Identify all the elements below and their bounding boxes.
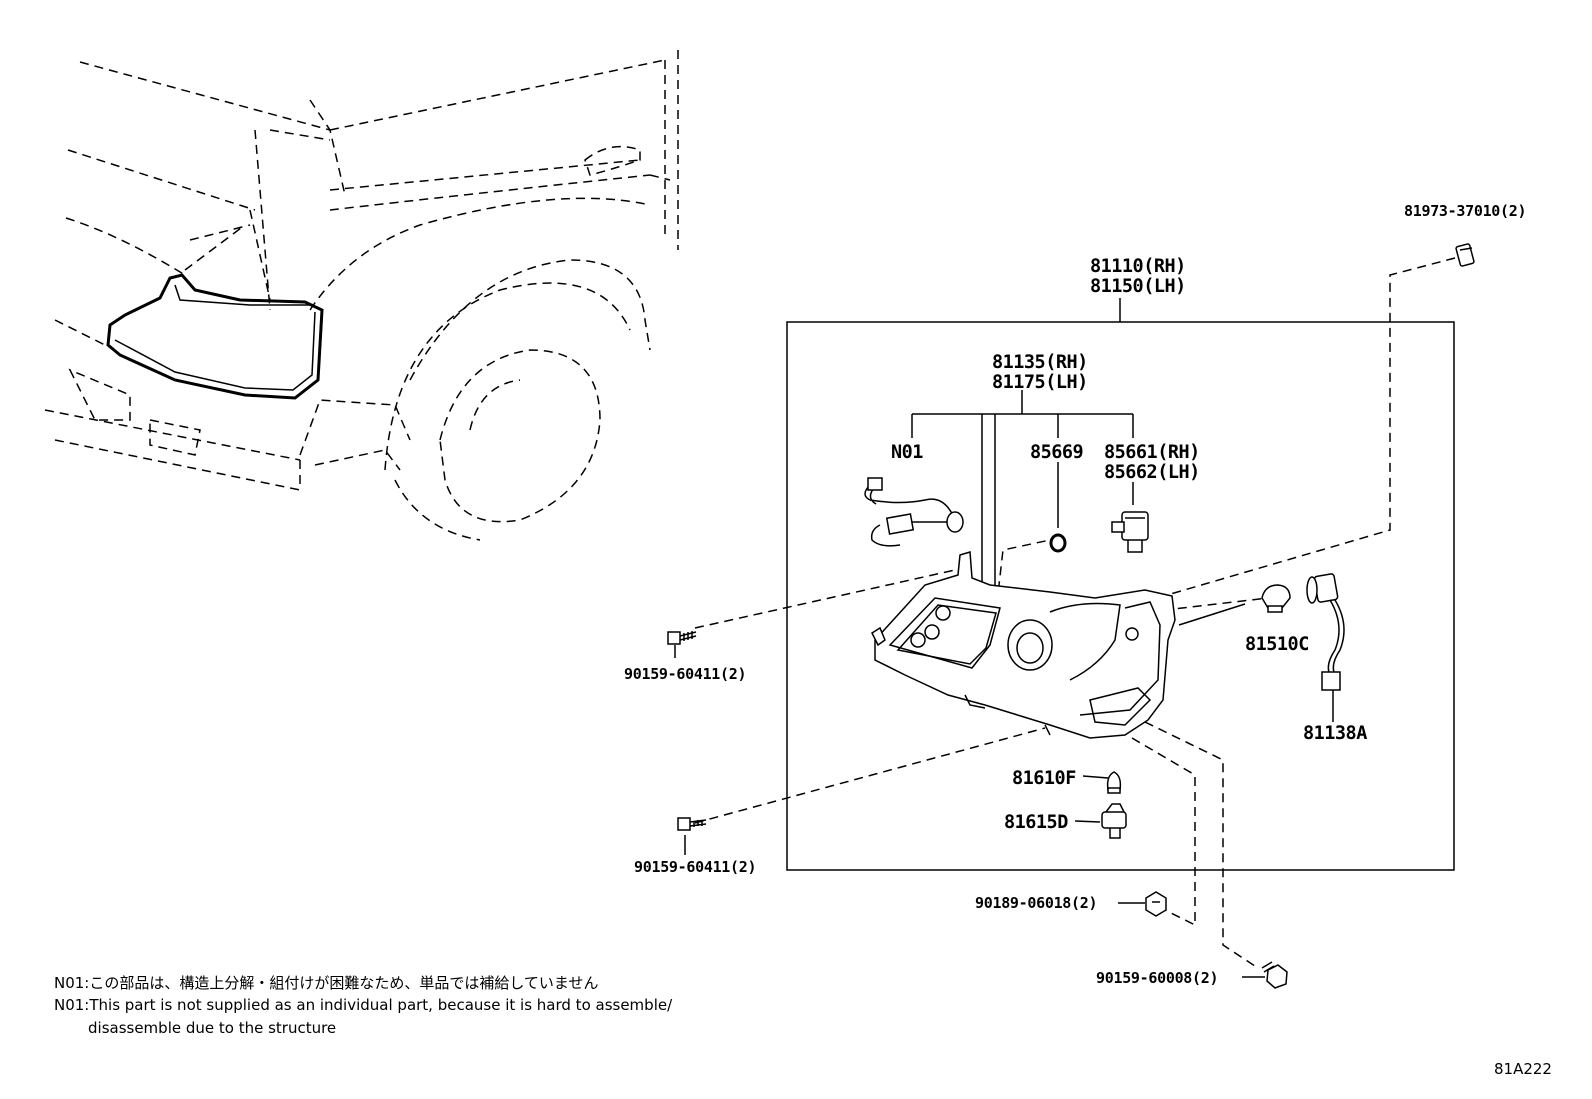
screw-90159-upper [667, 631, 697, 645]
label-81150: 81150(LH) [1090, 276, 1186, 297]
label-90159-60008: 90159-60008(2) [1096, 969, 1218, 987]
headlamp-assembly [871, 551, 1176, 739]
label-n01: N01 [891, 442, 923, 463]
part-labels: 81110(RH) 81150(LH) 81135(RH) 81175(LH) … [624, 202, 1527, 987]
vehicle-outline [44, 50, 679, 541]
socket-81615d [1101, 803, 1127, 839]
label-90159-lower: 90159-60411(2) [634, 858, 756, 876]
n01-harness [864, 477, 964, 547]
nut-90189 [1145, 891, 1167, 917]
o-ring-85669 [1049, 533, 1067, 553]
label-85669: 85669 [1030, 442, 1083, 463]
label-85662: 85662(LH) [1104, 462, 1200, 483]
leader-lines [674, 298, 1334, 978]
note-english-line1: N01:This part is not supplied as an indi… [54, 996, 673, 1014]
label-90189: 90189-06018(2) [975, 894, 1097, 912]
label-81110: 81110(RH) [1090, 256, 1186, 277]
label-90159-upper: 90159-60411(2) [624, 665, 746, 683]
screw-90159-lower [677, 817, 707, 831]
label-81135: 81135(RH) [992, 352, 1088, 373]
label-81973: 81973-37010(2) [1404, 202, 1526, 220]
note-japanese: N01:この部品は、構造上分解・組付けが困難なため、単品では補給していません [54, 974, 599, 992]
vehicle-headlamp [106, 273, 324, 400]
label-85661: 85661(RH) [1104, 442, 1200, 463]
diagram-code: 81A222 [1494, 1060, 1552, 1078]
bulb-81510c [1261, 584, 1291, 613]
socket-81138a [1306, 573, 1345, 691]
bolt-90159-60008 [1261, 961, 1288, 989]
label-81175: 81175(LH) [992, 372, 1088, 393]
clip-81973 [1455, 243, 1475, 267]
leveling-motor-85661 [1111, 511, 1149, 553]
label-81510c: 81510C [1245, 634, 1309, 655]
note-english-line2: disassemble due to the structure [88, 1019, 337, 1037]
bulb-81610f [1106, 771, 1122, 794]
label-81615d: 81615D [1004, 812, 1068, 833]
label-81138a: 81138A [1303, 723, 1367, 744]
label-81610f: 81610F [1012, 768, 1076, 789]
